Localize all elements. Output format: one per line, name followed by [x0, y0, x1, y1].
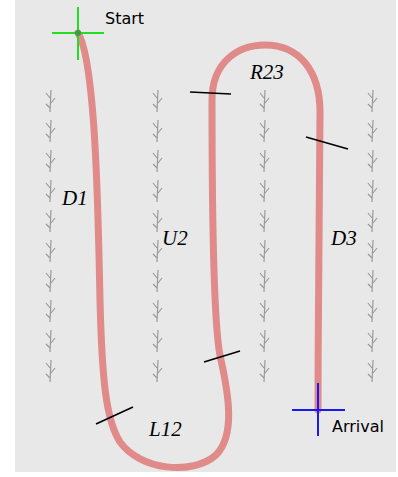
field-ground [15, 0, 396, 472]
plant-sprig [153, 90, 162, 112]
start-dot [75, 30, 81, 36]
plant-sprig [153, 360, 162, 382]
plant-sprig [153, 330, 162, 352]
plant-sprig [368, 240, 377, 262]
plant-sprig [368, 90, 377, 112]
segment-label: U2 [162, 228, 188, 249]
plant-sprig [153, 270, 162, 292]
segment-ticks [96, 92, 348, 424]
plant-sprig [153, 300, 162, 322]
plant-sprig [368, 330, 377, 352]
segment-label: D1 [62, 188, 88, 209]
plant-sprig [260, 240, 269, 262]
plant-sprig [368, 150, 377, 172]
segment-label: D3 [331, 228, 357, 249]
plant-sprig [46, 90, 55, 112]
robot-path [78, 33, 320, 468]
plant-sprig [46, 270, 55, 292]
plant-sprig [46, 330, 55, 352]
arrival-label: Arrival [332, 419, 384, 435]
plant-sprig [368, 360, 377, 382]
plant-sprig [260, 90, 269, 112]
start-cross [52, 7, 104, 60]
segment-label: L12 [149, 419, 182, 440]
plant-sprig [46, 210, 55, 232]
plant-sprig [46, 150, 55, 172]
plant-sprig [46, 120, 55, 142]
plant-sprig [260, 120, 269, 142]
plant-sprig [260, 330, 269, 352]
plant-sprig [260, 180, 269, 202]
plant-sprig [368, 270, 377, 292]
plant-sprig [46, 180, 55, 202]
plant-sprig [153, 120, 162, 142]
start-label: Start [105, 11, 144, 27]
plant-sprig [260, 300, 269, 322]
plant-sprig [368, 120, 377, 142]
plant-sprig [153, 240, 162, 262]
plant-sprig [260, 210, 269, 232]
plant-sprig [153, 150, 162, 172]
plant-sprig [153, 180, 162, 202]
plant-sprig [153, 210, 162, 232]
plant-sprig [260, 270, 269, 292]
plant-sprig [260, 150, 269, 172]
plant-sprig [368, 180, 377, 202]
plant-sprig [46, 300, 55, 322]
plant-sprig [368, 300, 377, 322]
plant-sprig [46, 240, 55, 262]
plant-sprig [260, 360, 269, 382]
plant-sprig [46, 360, 55, 382]
segment-label: R23 [250, 62, 284, 83]
plant-sprig [368, 210, 377, 232]
